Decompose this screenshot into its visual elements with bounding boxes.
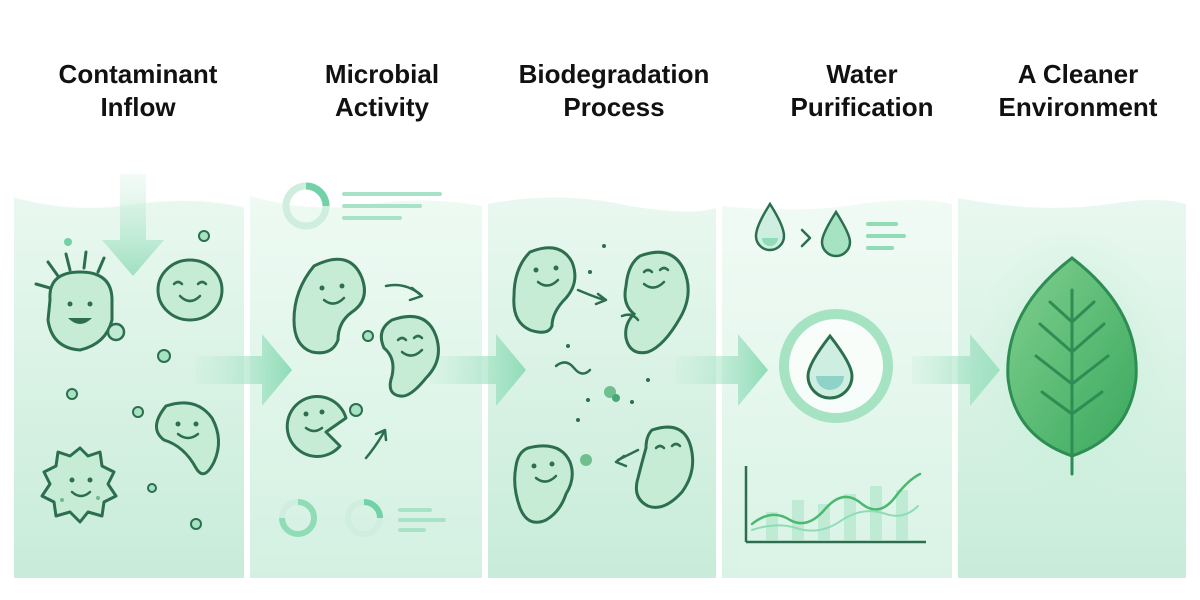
bean-microbe — [292, 257, 366, 355]
chevron-right-icon — [800, 228, 812, 248]
flow-arrow-3 — [676, 334, 768, 406]
stage-title-contaminant-inflow: Contaminant Inflow — [18, 58, 258, 124]
stage-title-microbial-activity: Microbial Activity — [262, 58, 502, 124]
down-arrow-icon — [102, 174, 164, 276]
bean-microbe — [155, 401, 220, 476]
water-drop-icon — [754, 201, 786, 252]
stage-title-line: Inflow — [100, 92, 176, 122]
bean-microbe — [379, 315, 440, 398]
progress-ring-icon — [345, 499, 383, 537]
spiky-microbe — [34, 250, 114, 352]
progress-ring-icon — [282, 182, 330, 230]
stage-title-line: Microbial — [324, 59, 440, 89]
stage-title-line: Biodegradation — [518, 59, 710, 89]
degraded-particle — [580, 454, 592, 466]
bean-microbe — [620, 250, 690, 355]
motion-arrow-head — [408, 286, 424, 302]
panel-biodegradation-process — [488, 197, 716, 578]
water-drop-icon — [806, 333, 854, 400]
line-bar-chart-icon — [744, 466, 926, 544]
round-microbe — [156, 258, 224, 322]
stage-title-line: Activity — [335, 92, 429, 122]
flow-arrow-2 — [430, 334, 526, 406]
stage-title-cleaner-environment: A Cleaner Environment — [958, 58, 1198, 124]
stage-title-line: Process — [563, 92, 665, 122]
stage-title-line: Environment — [998, 92, 1158, 122]
stage-title-line: Purification — [790, 92, 934, 122]
leaf-icon — [1006, 256, 1138, 476]
text-lines-icon — [342, 192, 442, 220]
stage-title-line: A Cleaner — [1017, 59, 1139, 89]
text-lines-icon — [866, 222, 906, 250]
bean-microbe — [512, 246, 577, 334]
virus-microbe — [40, 446, 118, 524]
flow-arrow-1 — [196, 334, 292, 406]
stage-title-biodegradation-process: Biodegradation Process — [494, 58, 734, 124]
degraded-particles — [554, 244, 650, 422]
stage-title-line: Contaminant — [58, 59, 218, 89]
stage-title-line: Water — [826, 59, 898, 89]
stage-title-water-purification: Water Purification — [742, 58, 982, 124]
motion-arrow — [364, 430, 386, 460]
contaminant-dots — [64, 230, 210, 530]
contaminant-particle — [106, 322, 126, 342]
bean-microbe — [634, 425, 695, 509]
progress-ring-icon — [279, 499, 317, 537]
water-drop-icon — [820, 209, 852, 258]
bean-microbe — [513, 444, 574, 524]
text-lines-icon — [398, 508, 446, 532]
chomping-microbe — [285, 395, 348, 458]
